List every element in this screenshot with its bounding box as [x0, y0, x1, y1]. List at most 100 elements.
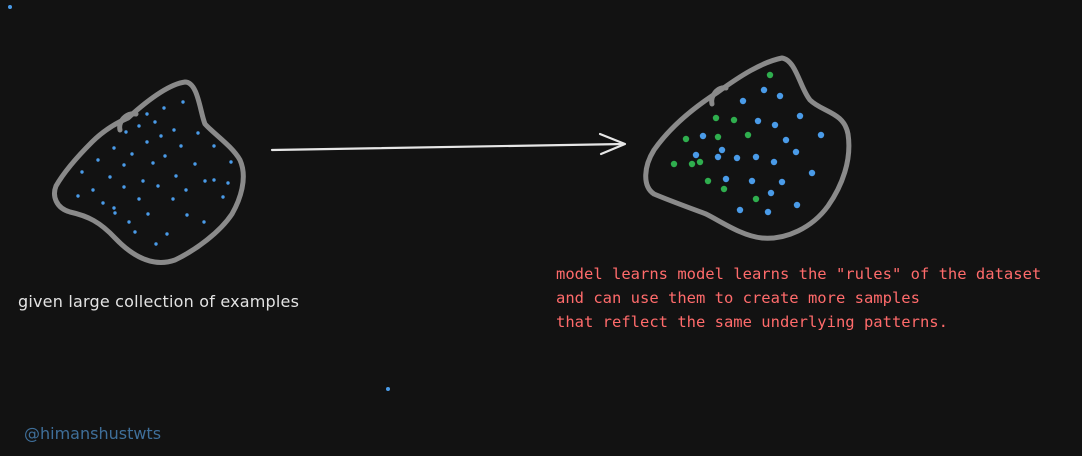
input-sample-dot: [202, 220, 206, 224]
input-sample-dot: [196, 131, 200, 135]
input-sample-dot: [181, 100, 185, 104]
input-sample-dots: [76, 100, 233, 246]
input-sample-dot: [163, 154, 167, 158]
input-sample-dot: [108, 175, 112, 179]
input-sample-dot: [171, 197, 175, 201]
generated-sample-dot-blue: [718, 146, 726, 154]
generated-sample-dot-green: [752, 195, 760, 203]
generated-sample-dot-blue: [782, 136, 790, 144]
input-sample-dot: [141, 179, 145, 183]
input-sample-dot: [80, 170, 84, 174]
input-sample-dot: [133, 230, 137, 234]
author-watermark: @himanshustwts: [24, 424, 162, 443]
generated-sample-dot-blue: [817, 131, 825, 139]
input-sample-dot: [179, 144, 183, 148]
output-caption-line: that reflect the same underlying pattern…: [556, 313, 948, 331]
generated-sample-dot-green: [688, 160, 696, 168]
generated-sample-dot-green: [696, 158, 704, 166]
generated-sample-dot-blue: [796, 112, 804, 120]
input-sample-dot: [112, 206, 116, 210]
input-sample-dot: [193, 162, 197, 166]
generated-sample-dot-green: [670, 160, 678, 168]
input-sample-dot: [172, 128, 176, 132]
input-sample-dot: [162, 106, 166, 110]
input-sample-dot: [156, 184, 160, 188]
input-sample-dot: [221, 195, 225, 199]
generated-sample-dot-blue: [778, 178, 786, 186]
generated-sample-dot-green: [682, 135, 690, 143]
input-sample-dot: [154, 242, 158, 246]
generated-sample-dot-blue: [739, 97, 747, 105]
input-sample-dot: [91, 188, 95, 192]
input-sample-dot: [165, 232, 169, 236]
input-sample-dot: [113, 211, 117, 215]
generated-sample-dot-green: [744, 131, 752, 139]
output-caption: model learns model learns the "rules" of…: [556, 262, 1041, 334]
generated-sample-dot-blue: [714, 153, 722, 161]
generated-sample-dot-blue: [760, 86, 768, 94]
arrow-head: [598, 132, 627, 156]
generated-sample-dot-blue: [754, 117, 762, 125]
input-sample-dot: [203, 179, 207, 183]
input-sample-dot: [174, 174, 178, 178]
generated-sample-dot-blue: [722, 175, 730, 183]
input-sample-dot: [137, 197, 141, 201]
generated-sample-dot-blue: [736, 206, 744, 214]
input-caption: given large collection of examples: [18, 292, 300, 311]
input-sample-dot: [127, 220, 131, 224]
input-blob-outline: [52, 79, 246, 265]
output-caption-line: and can use them to create more samples: [556, 289, 920, 307]
input-sample-dot: [159, 134, 163, 138]
stray-dot-top-left: [8, 5, 12, 9]
generated-sample-dot-green: [766, 71, 774, 79]
input-sample-dot: [112, 146, 116, 150]
input-sample-dot: [137, 124, 141, 128]
input-sample-dot: [122, 163, 126, 167]
input-sample-dot: [185, 213, 189, 217]
generated-sample-dot-blue: [767, 189, 775, 197]
input-blob-notch: [117, 111, 139, 133]
generated-sample-dot-green: [720, 185, 728, 193]
generated-sample-dot-blue: [733, 154, 741, 162]
generated-sample-dots: [670, 71, 825, 216]
input-sample-dot: [101, 201, 105, 205]
generated-sample-dot-blue: [699, 132, 707, 140]
input-sample-dot: [226, 181, 230, 185]
generated-sample-dot-blue: [764, 208, 772, 216]
stray-dot-bottom: [386, 387, 390, 391]
input-sample-dot: [212, 178, 216, 182]
input-sample-dot: [212, 144, 216, 148]
input-sample-dot: [145, 140, 149, 144]
input-sample-dot: [130, 152, 134, 156]
generated-sample-dot-green: [704, 177, 712, 185]
input-sample-dot: [151, 161, 155, 165]
transformation-arrow: [270, 132, 627, 156]
input-sample-dot: [146, 212, 150, 216]
generated-sample-dot-blue: [808, 169, 816, 177]
output-caption-line: model learns model learns the "rules" of…: [556, 265, 1042, 283]
generated-sample-dot-blue: [792, 148, 800, 156]
input-sample-dot: [184, 188, 188, 192]
input-sample-dot: [76, 194, 80, 198]
generated-sample-dot-blue: [752, 153, 760, 161]
input-sample-dot: [124, 130, 128, 134]
input-sample-dot: [153, 120, 157, 124]
output-blob-outline: [643, 55, 852, 241]
input-sample-dot: [122, 185, 126, 189]
arrow-shaft: [270, 142, 626, 152]
generated-sample-dot-blue: [692, 151, 700, 159]
input-sample-dot: [145, 112, 149, 116]
generated-sample-dot-blue: [776, 92, 784, 100]
input-sample-dot: [96, 158, 100, 162]
generated-sample-dot-green: [712, 114, 720, 122]
generated-sample-dot-blue: [770, 158, 778, 166]
generated-sample-dot-green: [714, 133, 722, 141]
output-blob-notch: [709, 85, 729, 107]
generated-sample-dot-blue: [748, 177, 756, 185]
input-dataset-blob: [52, 79, 246, 265]
generated-sample-dot-blue: [771, 121, 779, 129]
input-sample-dot: [229, 160, 233, 164]
learned-distribution-blob: [643, 55, 852, 241]
